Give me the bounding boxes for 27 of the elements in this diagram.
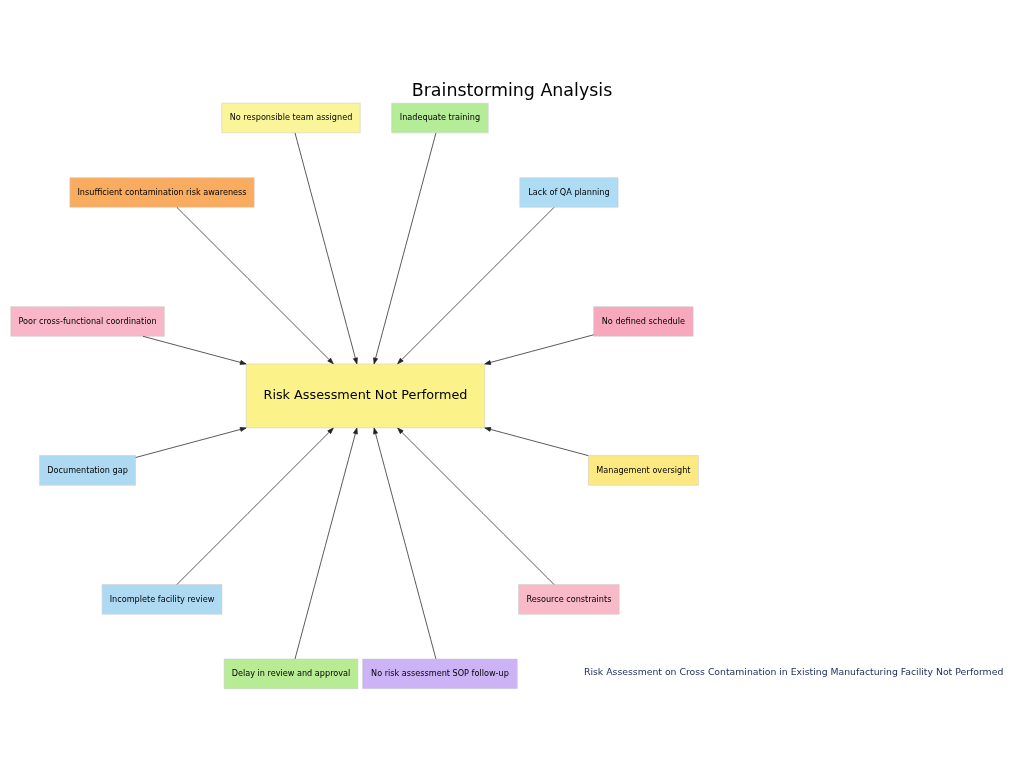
- arrow: [142, 335, 247, 365]
- arrow: [373, 427, 437, 660]
- arrow: [373, 132, 437, 365]
- arrow: [294, 427, 358, 660]
- node-box: No responsible team assigned: [221, 102, 361, 134]
- node-box: Incomplete facility review: [101, 584, 223, 615]
- node-box: Delay in review and approval: [223, 658, 359, 689]
- node-box: Resource constraints: [518, 584, 620, 615]
- arrow: [294, 132, 358, 365]
- node-box: Lack of QA planning: [519, 177, 619, 208]
- node-box: Management oversight: [588, 455, 699, 486]
- arrow: [484, 334, 594, 365]
- arrow: [135, 427, 247, 458]
- arrow: [176, 427, 334, 585]
- node-box: Inadequate training: [391, 102, 489, 134]
- label: Risk Assessment on Cross Contamination in Existing Manufacturing Facility Not Performed: [583, 666, 1004, 678]
- node-box: Poor cross-functional coordination: [10, 306, 165, 337]
- node-box: Insufficient contamination risk awareness: [69, 177, 255, 208]
- node-box: No defined schedule: [593, 306, 694, 337]
- node-box: Documentation gap: [39, 455, 136, 486]
- arrow: [176, 207, 334, 365]
- arrow: [397, 427, 555, 585]
- arrow: [484, 427, 589, 456]
- node-box: No risk assessment SOP follow-up: [362, 658, 518, 689]
- diagram-title: Brainstorming Analysis: [411, 79, 613, 100]
- arrow: [397, 207, 555, 365]
- node-box: Risk Assessment Not Performed: [245, 363, 486, 429]
